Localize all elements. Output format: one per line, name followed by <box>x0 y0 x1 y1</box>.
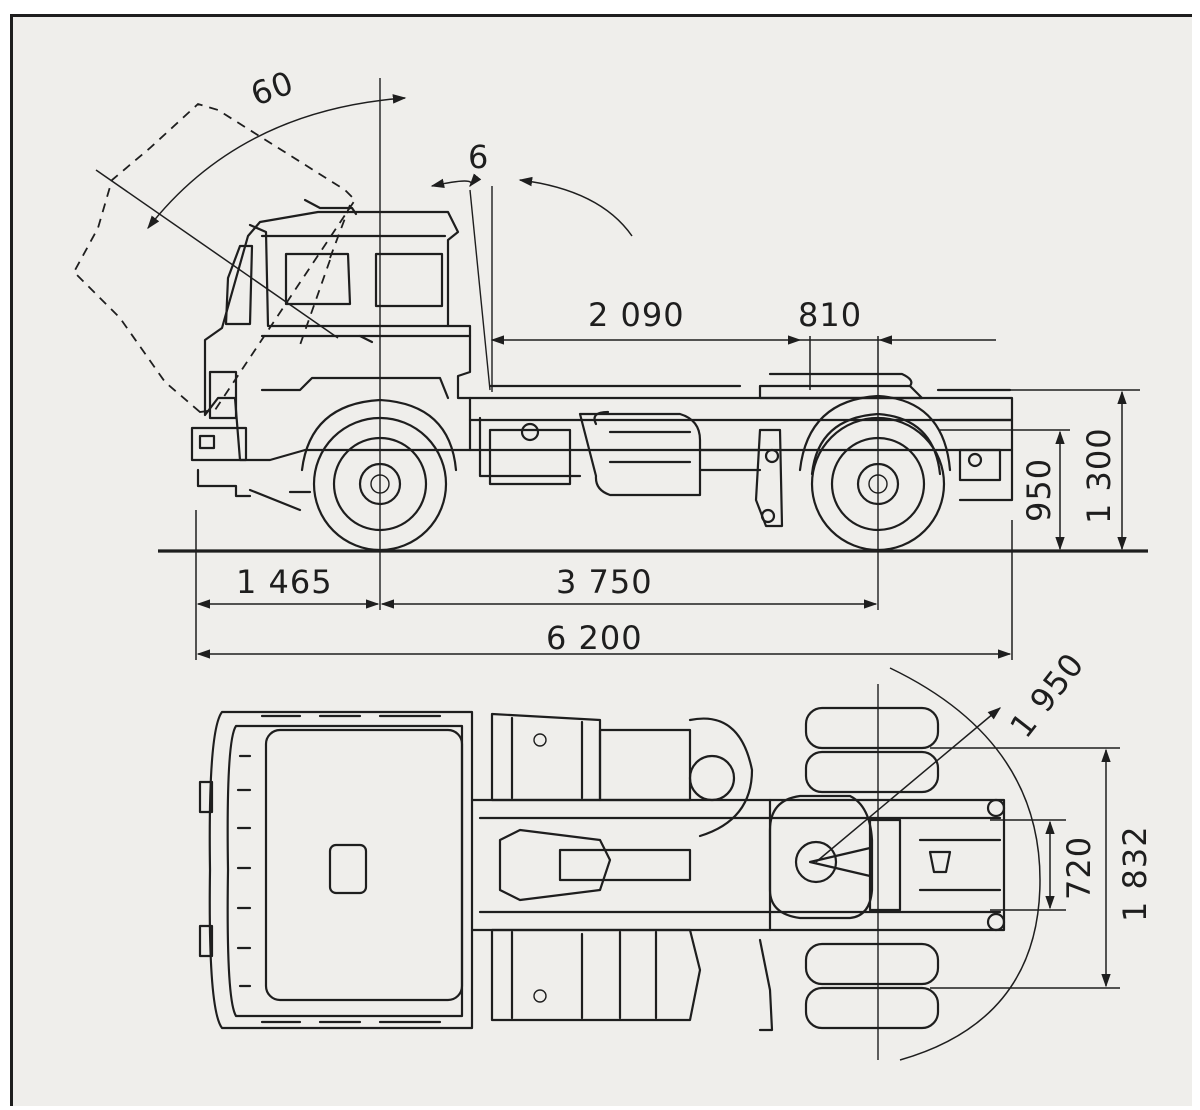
fuel-tanks <box>490 712 702 1022</box>
label-fifth-wheel-offset: 810 <box>798 296 862 334</box>
swing-radius-arc <box>889 667 1041 1061</box>
label-saddle-width: 720 <box>1060 836 1098 900</box>
label-overall-width: 1 832 <box>1116 825 1154 922</box>
chassis-top <box>470 798 1006 1032</box>
cab-rear-angle-arc <box>430 173 482 189</box>
fifth-wheel-top <box>768 794 874 920</box>
tilted-cab-outline <box>72 102 357 413</box>
label-chassis-height: 1 300 <box>1080 427 1118 524</box>
side-view <box>72 78 1148 660</box>
label-cab-to-kingpin: 2 090 <box>588 296 685 334</box>
label-cab-rear-angle: 6 <box>468 138 489 176</box>
cab <box>190 198 472 512</box>
label-wheelbase: 3 750 <box>556 563 653 601</box>
label-overall-length: 6 200 <box>546 619 643 657</box>
label-fifth-wheel-height: 950 <box>1020 458 1058 522</box>
fifth-wheel <box>754 372 924 528</box>
label-swing-radius: 1 950 <box>1002 645 1091 745</box>
label-front-overhang: 1 465 <box>236 563 333 601</box>
chassis <box>468 384 1014 502</box>
tilt-arc <box>147 94 407 230</box>
top-view <box>198 667 1120 1061</box>
rear-wheel <box>798 390 952 610</box>
cab-top <box>198 710 474 1030</box>
label-cab-tilt-angle: 60 <box>246 63 299 113</box>
rear-dual-wheels <box>804 706 940 1030</box>
front-wheel <box>300 398 458 552</box>
